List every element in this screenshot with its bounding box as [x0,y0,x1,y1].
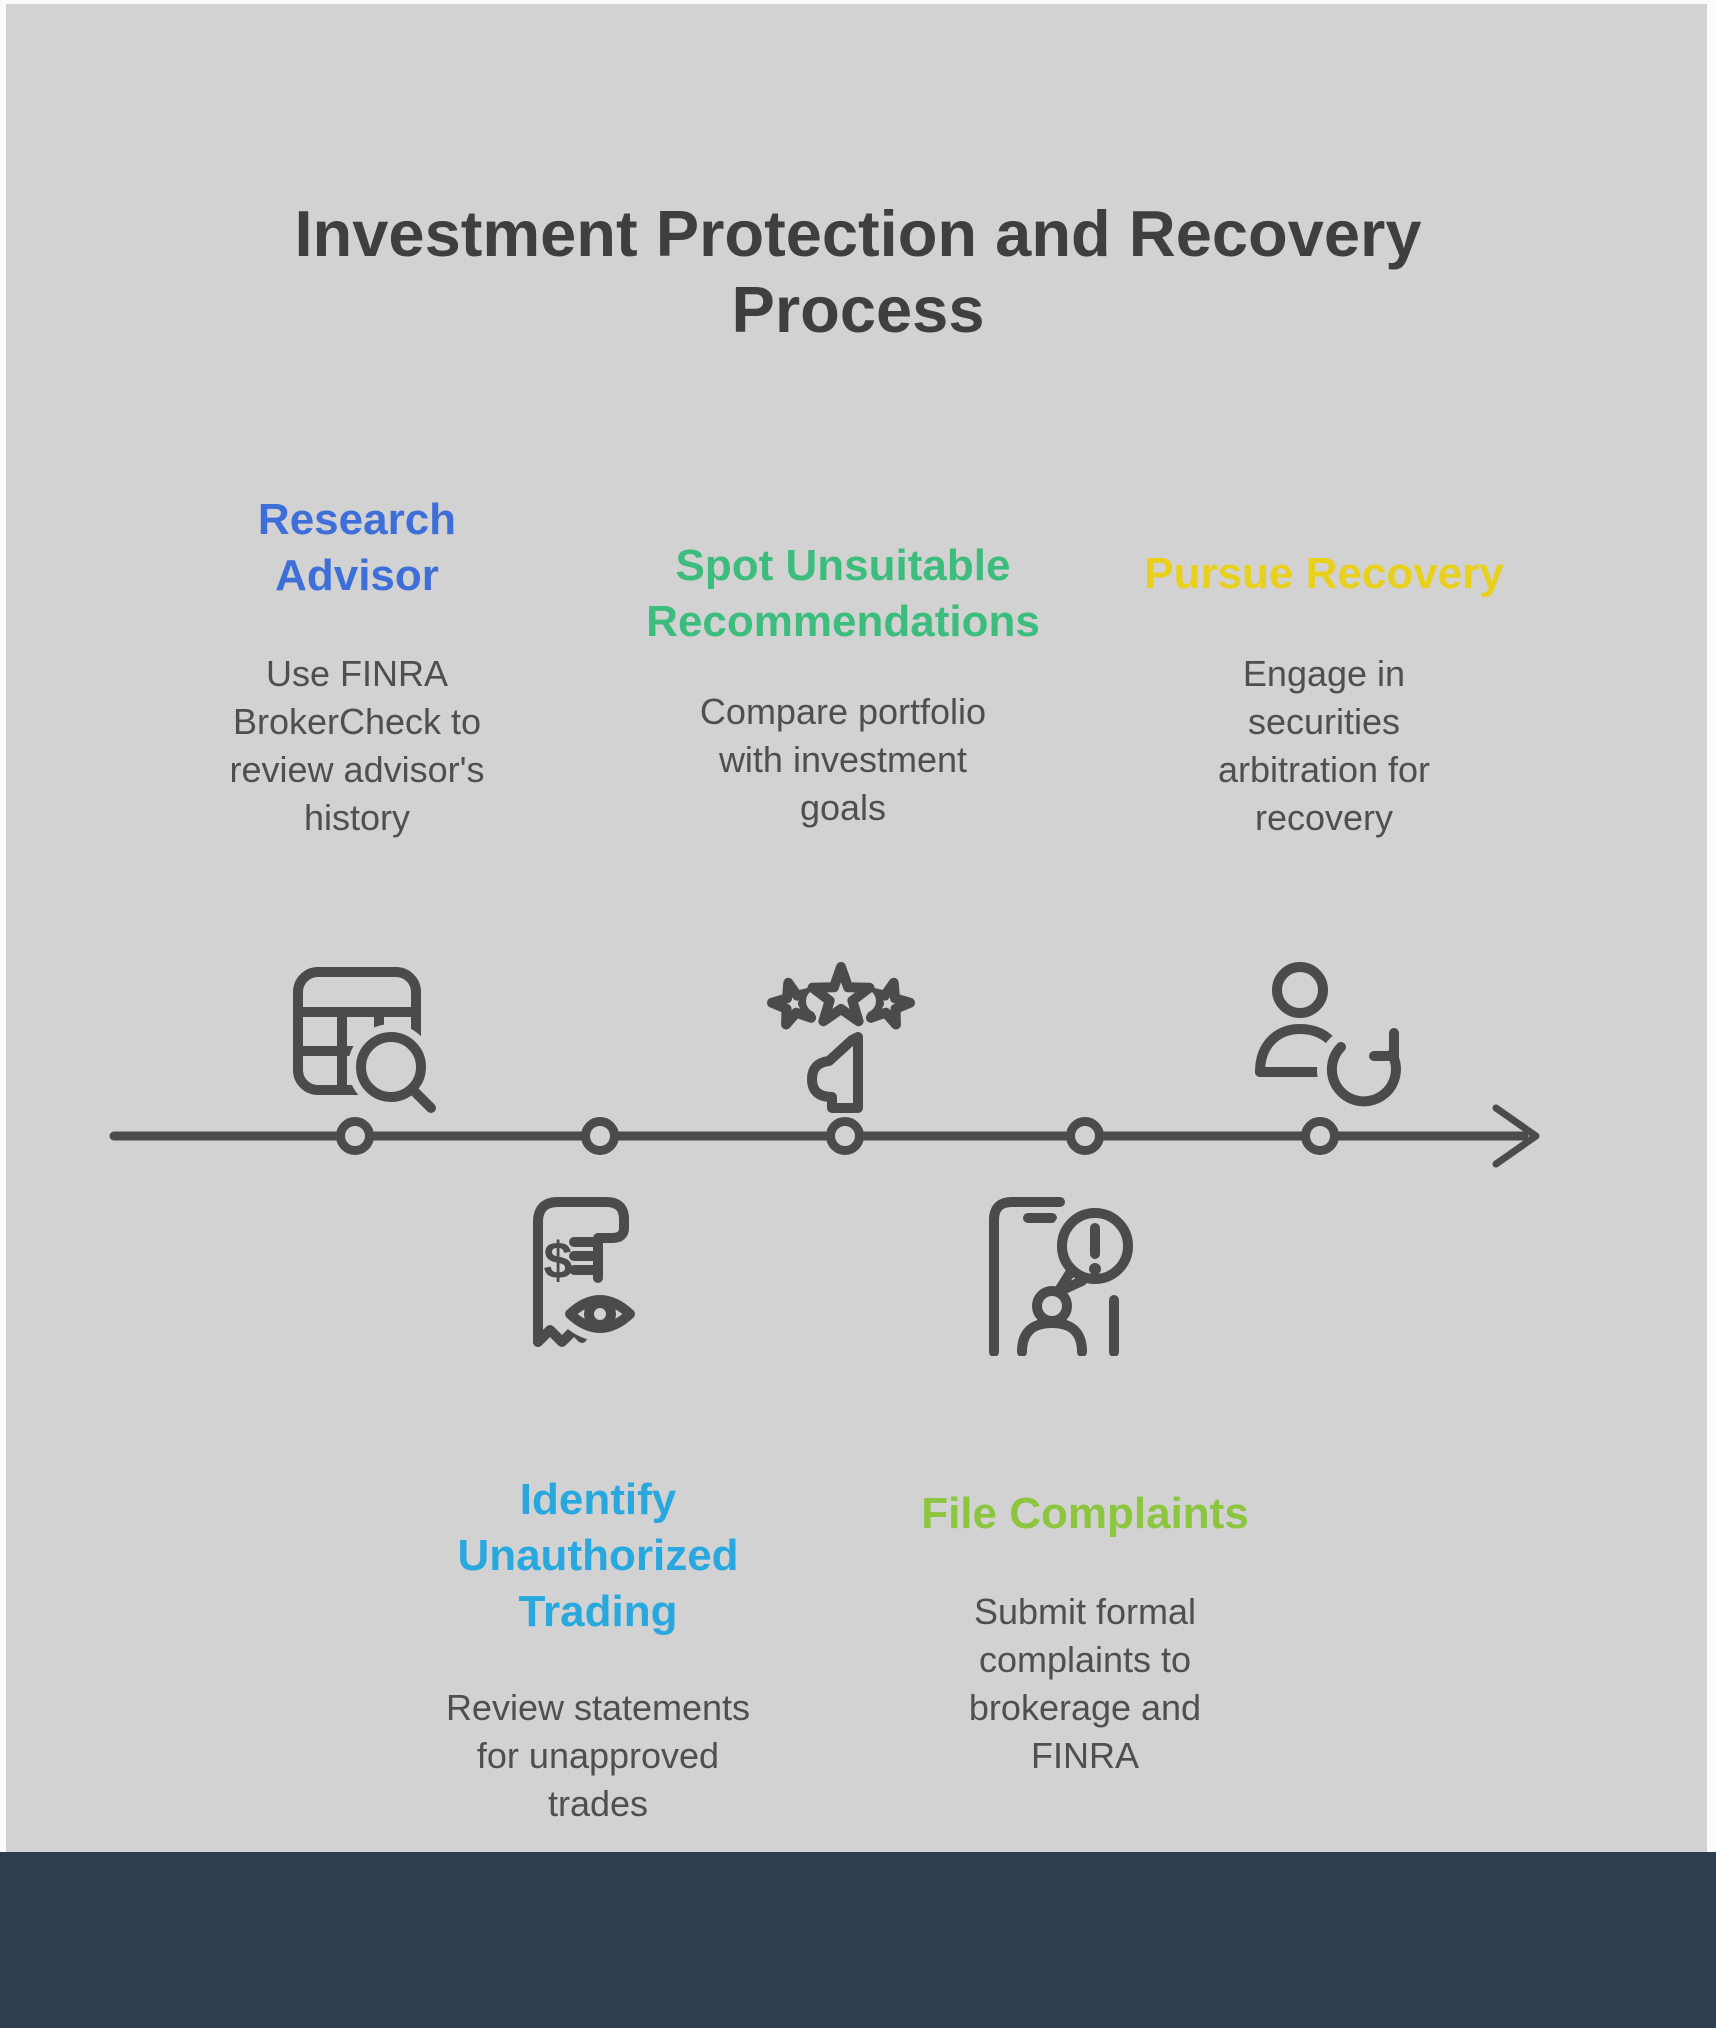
step-heading-spot-unsuitable: Spot Unsuitable Recommendations [646,541,1040,646]
step-description-file-complaints: Submit formal complaints to brokerage an… [968,1591,1202,1776]
step-description-research-advisor: Use FINRA BrokerCheck to review advisor'… [229,653,485,838]
step-heading-file-complaints: File Complaints [921,1489,1249,1538]
step-description-identify-unauthorized: Review statements for unapproved trades [445,1687,751,1824]
receipt-review-icon: $ [508,1186,678,1356]
footer-bar [0,1852,1716,2028]
step-heading-pursue-recovery: Pursue Recovery [1144,549,1504,598]
process-timeline [86,1086,1566,1186]
rating-megaphone-icon [756,952,926,1122]
step-heading-research-advisor: Research Advisor [257,495,457,600]
step-description-pursue-recovery: Engage in securities arbitration for rec… [1217,653,1431,838]
timeline-node-1 [336,1117,374,1155]
content-panel [6,4,1707,1852]
complaint-alert-icon [966,1186,1136,1356]
timeline-node-4 [1066,1117,1104,1155]
step-description-spot-unsuitable: Compare portfolio with investment goals [699,691,987,828]
timeline-node-2 [581,1117,619,1155]
step-heading-identify-unauthorized: Identify Unauthorized Trading [457,1475,739,1636]
timeline-arrowhead [1492,1104,1540,1168]
dollar-glyph: $ [544,1232,573,1290]
page-title: Investment Protection and Recovery Proce… [294,197,1422,346]
table-search-icon [278,948,448,1118]
person-refresh-icon [1240,950,1410,1120]
timeline-node-5 [1301,1117,1339,1155]
timeline-node-3 [826,1117,864,1155]
